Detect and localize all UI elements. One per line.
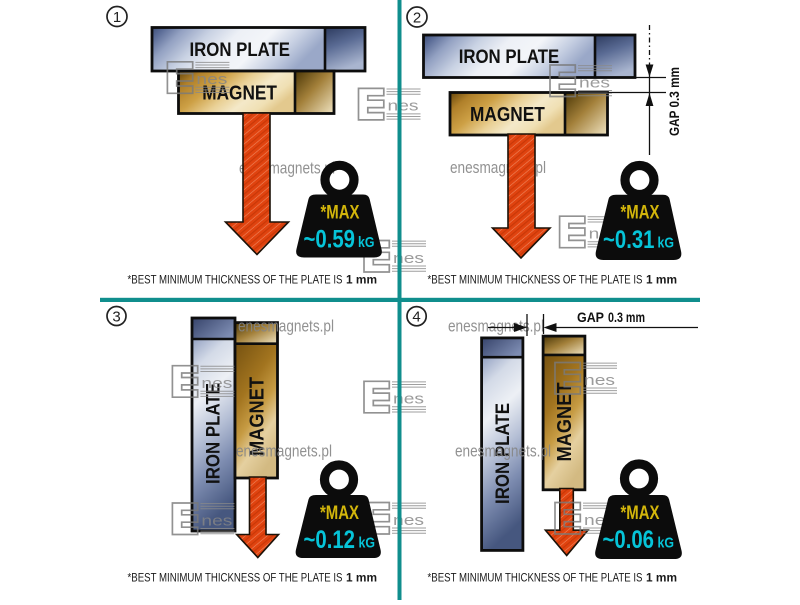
svg-text:*BEST MINIMUM THICKNESS OF THE: *BEST MINIMUM THICKNESS OF THE PLATE IS — [428, 571, 643, 585]
svg-text:1 mm: 1 mm — [346, 272, 377, 286]
svg-text:GAP 0.3 mm: GAP 0.3 mm — [666, 67, 682, 136]
svg-text:MAGNET: MAGNET — [554, 383, 576, 462]
svg-text:kG: kG — [359, 535, 376, 552]
svg-text:1 mm: 1 mm — [346, 571, 377, 585]
svg-text:IRON PLATE: IRON PLATE — [459, 46, 560, 68]
svg-text:*BEST MINIMUM THICKNESS OF THE: *BEST MINIMUM THICKNESS OF THE PLATE IS — [428, 272, 643, 286]
svg-text:*MAX: *MAX — [321, 203, 360, 224]
svg-text:1 mm: 1 mm — [646, 272, 677, 286]
svg-text:*MAX: *MAX — [621, 203, 660, 224]
svg-text:kG: kG — [358, 234, 375, 251]
svg-text:kG: kG — [658, 235, 675, 252]
svg-text:enesmagnets.pl: enesmagnets.pl — [448, 317, 544, 335]
svg-text:IRON PLATE: IRON PLATE — [203, 383, 225, 484]
svg-text:3: 3 — [112, 308, 120, 325]
svg-text:enesmagnets.pl: enesmagnets.pl — [238, 317, 334, 335]
svg-text:~0.31: ~0.31 — [603, 226, 655, 254]
svg-text:*MAX: *MAX — [621, 503, 660, 524]
svg-text:IRON PLATE: IRON PLATE — [190, 39, 291, 61]
svg-text:*MAX: *MAX — [320, 503, 359, 524]
svg-text:enesmagnets.pl: enesmagnets.pl — [455, 443, 551, 461]
svg-text:*BEST MINIMUM THICKNESS OF THE: *BEST MINIMUM THICKNESS OF THE PLATE IS — [128, 272, 343, 286]
svg-text:~0.06: ~0.06 — [603, 526, 655, 554]
svg-text:kG: kG — [658, 535, 675, 552]
svg-text:1: 1 — [113, 9, 121, 26]
svg-text:IRON PLATE: IRON PLATE — [492, 403, 514, 504]
svg-text:4: 4 — [412, 309, 420, 326]
svg-text:*BEST MINIMUM THICKNESS OF THE: *BEST MINIMUM THICKNESS OF THE PLATE IS — [128, 571, 343, 585]
svg-text:enesmagnets.pl: enesmagnets.pl — [236, 443, 332, 461]
svg-text:~0.59: ~0.59 — [304, 226, 356, 254]
svg-text:1 mm: 1 mm — [646, 571, 677, 585]
svg-text:MAGNET: MAGNET — [470, 104, 545, 126]
svg-text:GAP: GAP — [577, 309, 604, 325]
svg-text:~0.12: ~0.12 — [304, 526, 356, 554]
svg-text:2: 2 — [413, 9, 421, 26]
svg-text:MAGNET: MAGNET — [247, 377, 269, 456]
svg-text:0.3 mm: 0.3 mm — [608, 309, 645, 325]
